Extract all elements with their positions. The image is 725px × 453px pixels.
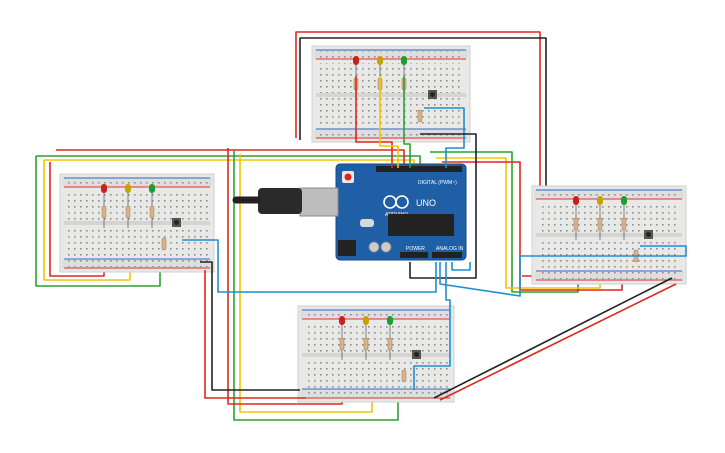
- analog-label: ANALOG IN: [436, 246, 464, 252]
- terminal-holes: [304, 323, 448, 353]
- digital-label: DIGITAL (PWM~): [418, 180, 457, 186]
- rail-holes: [304, 390, 448, 397]
- breadboards: [59, 45, 687, 403]
- resistor: [149, 205, 155, 219]
- wire-green: [403, 76, 411, 168]
- breadboard-right[interactable]: [531, 185, 687, 285]
- center-channel: [302, 353, 450, 357]
- capacitor-2: [380, 241, 392, 253]
- terminal-holes: [318, 63, 464, 93]
- power-header[interactable]: [400, 252, 428, 258]
- rail-holes: [318, 51, 464, 58]
- pulldown-resistor: [401, 369, 407, 383]
- digital-header[interactable]: [376, 166, 462, 172]
- wire-red: [439, 283, 677, 401]
- wire-yellow: [379, 76, 399, 168]
- wire-blue: [424, 107, 465, 168]
- terminal-holes: [66, 226, 208, 256]
- terminal-holes: [66, 191, 208, 221]
- led-yellow[interactable]: [377, 56, 383, 65]
- analog-header[interactable]: [432, 252, 462, 258]
- crystal: [360, 219, 374, 227]
- led-red[interactable]: [101, 184, 107, 193]
- wire-blue: [413, 262, 451, 390]
- breadboard-top[interactable]: [311, 45, 471, 143]
- led-yellow[interactable]: [597, 196, 603, 205]
- led-red[interactable]: [339, 316, 345, 325]
- rail-holes: [538, 272, 680, 279]
- wires-front: [182, 76, 687, 401]
- center-channel: [316, 93, 466, 97]
- resistor: [125, 205, 131, 219]
- led-yellow[interactable]: [363, 316, 369, 325]
- power-label: POWER: [406, 246, 425, 252]
- wire-black: [200, 261, 300, 391]
- wire-black: [409, 133, 477, 279]
- wire-blue: [439, 245, 687, 297]
- terminal-holes: [538, 203, 680, 233]
- wire-red: [355, 76, 393, 168]
- pulldown-resistor: [161, 237, 167, 251]
- resistor: [387, 337, 393, 351]
- pulldown-resistor: [417, 109, 423, 123]
- wire-blue: [182, 239, 437, 293]
- terminal-holes: [304, 358, 448, 388]
- usb-cable[interactable]: [232, 187, 339, 217]
- resistor: [573, 217, 579, 231]
- push-button-cap: [646, 232, 651, 237]
- led-green[interactable]: [621, 196, 627, 205]
- model-label: UNO: [416, 198, 436, 208]
- led-red[interactable]: [573, 196, 579, 205]
- resistor: [363, 337, 369, 351]
- breadboard-bottom[interactable]: [297, 305, 455, 403]
- center-channel: [536, 233, 682, 237]
- terminal-holes: [538, 238, 680, 268]
- led-green[interactable]: [149, 184, 155, 193]
- resistor: [101, 205, 107, 219]
- terminal-holes: [318, 98, 464, 128]
- push-button-cap: [430, 92, 435, 97]
- capacitor-1: [368, 241, 380, 253]
- rail-holes: [304, 311, 448, 318]
- push-button-cap: [414, 352, 419, 357]
- rail-holes: [318, 130, 464, 137]
- led-green[interactable]: [401, 56, 407, 65]
- rail-holes: [538, 191, 680, 198]
- arduino-logo: [383, 195, 409, 209]
- arduino-uno-board[interactable]: DIGITAL (PWM~) ARDUINO UNO POWER ANALOG …: [335, 163, 467, 261]
- usb-connector: [299, 187, 339, 217]
- wire-black: [433, 277, 673, 399]
- led-yellow[interactable]: [125, 184, 131, 193]
- wire-black: [299, 37, 547, 274]
- wire-red: [56, 149, 405, 168]
- power-jack[interactable]: [338, 240, 356, 256]
- resistor: [597, 217, 603, 231]
- led-red[interactable]: [353, 56, 359, 65]
- led-green[interactable]: [387, 316, 393, 325]
- usb-plug-body: [258, 188, 302, 214]
- push-button-cap: [174, 220, 179, 225]
- breadboard-left[interactable]: [59, 173, 215, 273]
- microcontroller-chip: [388, 214, 454, 236]
- resistor: [339, 337, 345, 351]
- wire-red: [204, 270, 306, 399]
- center-channel: [64, 221, 210, 225]
- rail-holes: [66, 260, 208, 267]
- rail-holes: [66, 179, 208, 186]
- resistor: [621, 217, 627, 231]
- wire-blue: [451, 262, 471, 271]
- reset-button-cap: [344, 173, 352, 181]
